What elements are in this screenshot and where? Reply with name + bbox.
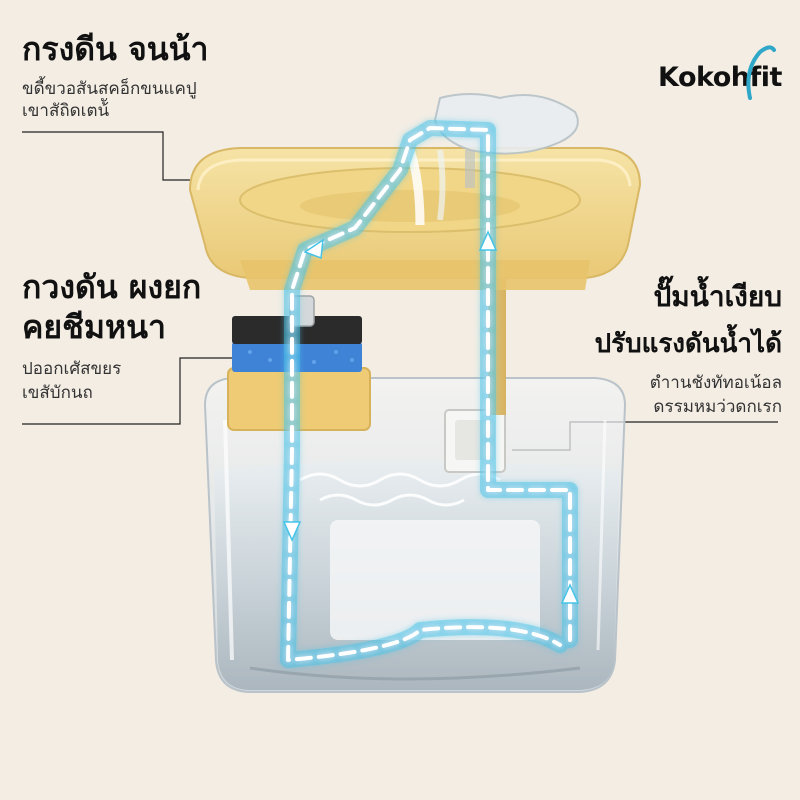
lid-callout-title: กรงดีน จนน้า [22,30,209,68]
brand-logo-icon: Kokohfit [658,62,782,93]
water-tank [203,377,627,693]
filter-callout-desc-line2: เขสับักนถ [22,383,93,403]
pump-callout-desc-line1: ตำานชังทัทอเน้อล [649,373,782,393]
lid-callout-desc-line2: เขาสัถิดเตน้ั [22,101,110,121]
brand-name: Kokohfit [658,62,782,93]
brand-swoosh-icon [746,45,776,100]
pump-callout-title-line2: ปรับแรงดันน้ำได้ [594,329,782,359]
lid-callout-desc-line1: ขดี้ขวอสันสคอ็กขนแคปู [22,79,197,99]
pump-callout-title-line1: ปั๊มน้ำเงียบ [653,280,782,313]
filter-callout-title-line1: กวงดัน ผงยก [22,268,202,306]
pump-callout-desc-line2: ดรรมหมว่วดกเรก [653,397,782,417]
filter-callout-title-line2: คยชีมหนา [22,308,166,346]
filter-callout-desc-line1: ปออกเศัสขยร [22,359,122,379]
filter-leader-line [22,357,232,425]
water-flow-path [280,120,578,668]
water-flow-arrow-icon [282,230,580,604]
